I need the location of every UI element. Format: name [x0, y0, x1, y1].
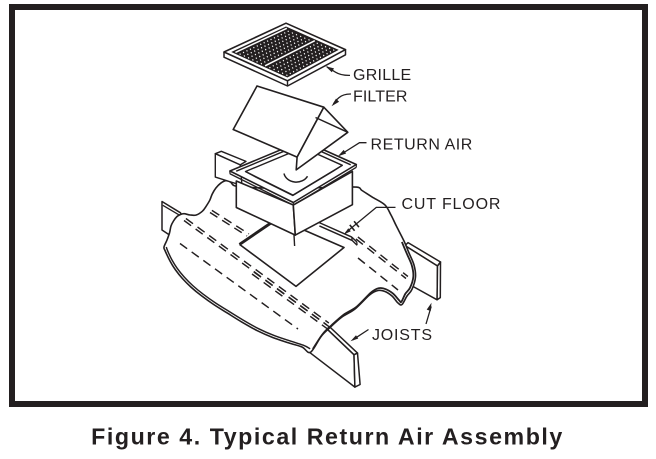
svg-text:Figure 4. Typical Return Air A: Figure 4. Typical Return Air Assembly — [91, 424, 564, 450]
svg-text:CUT FLOOR: CUT FLOOR — [402, 196, 502, 213]
svg-text:RETURN AIR: RETURN AIR — [371, 136, 473, 153]
svg-text:GRILLE: GRILLE — [353, 67, 411, 84]
svg-text:JOISTS: JOISTS — [372, 327, 433, 344]
svg-text:FILTER: FILTER — [353, 88, 408, 105]
